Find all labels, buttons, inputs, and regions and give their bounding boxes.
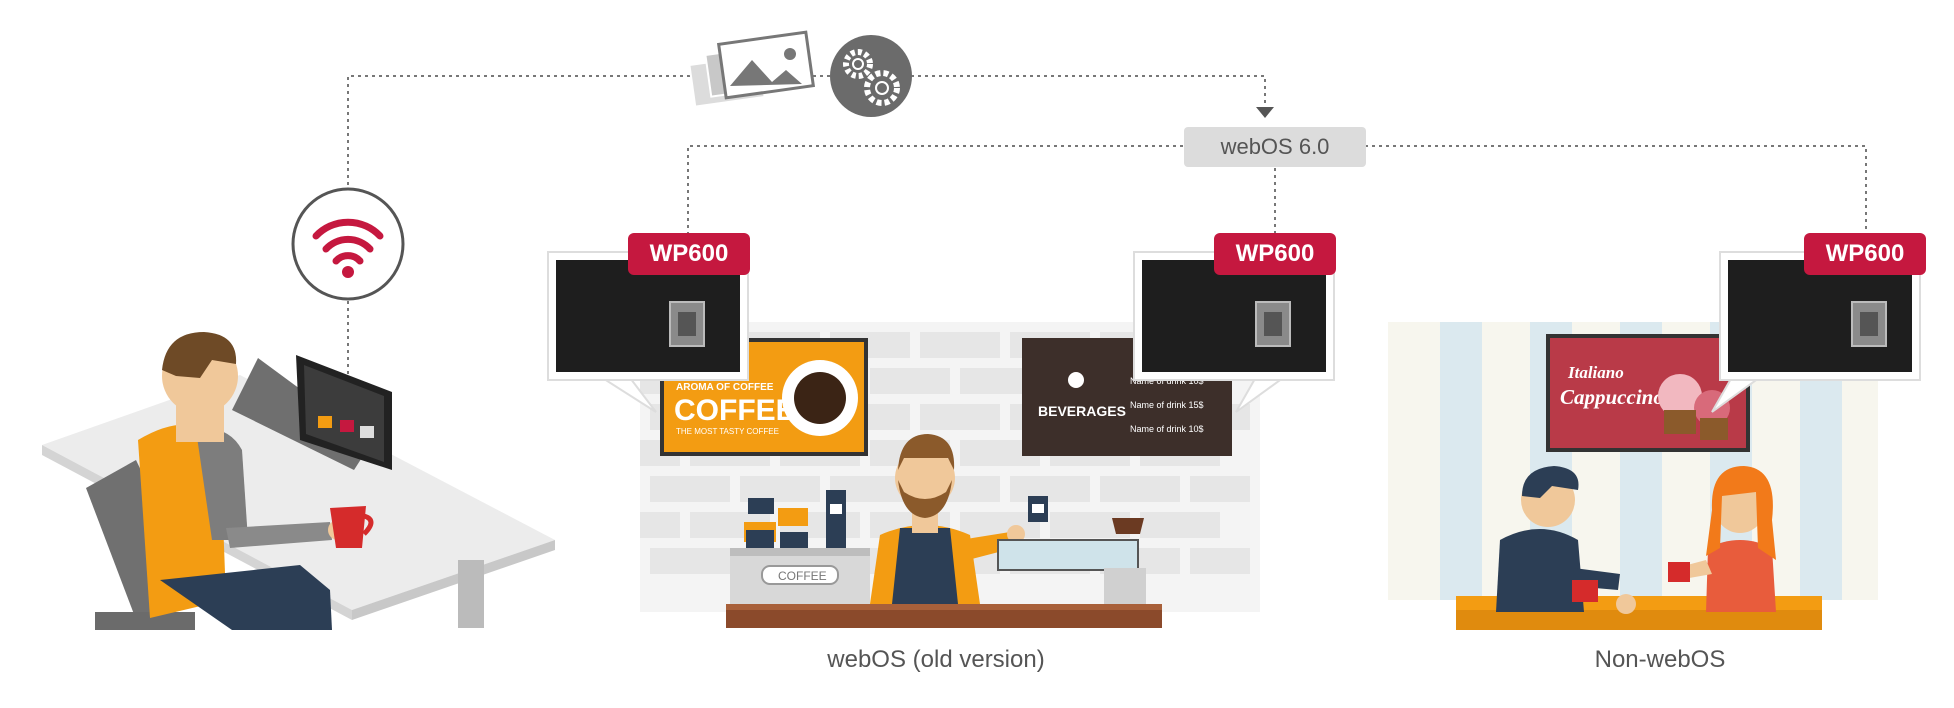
cappuccino-sign-line1: Italiano [1567, 363, 1624, 382]
wifi-icon [291, 187, 405, 301]
arrow-head-icon [1256, 107, 1274, 118]
device-badge-1: WP600 [628, 233, 750, 275]
espresso-machine: COFFEE [730, 548, 870, 604]
beverages-sign-title: BEVERAGES [1038, 403, 1126, 419]
cappuccino-sign-line2: Cappuccino [1560, 385, 1664, 409]
device-callout-2 [1133, 251, 1335, 413]
caption-old-webos: webOS (old version) [827, 646, 1045, 673]
device-callout-1 [547, 251, 749, 413]
customer-woman [1668, 466, 1776, 612]
cup-stack [744, 490, 846, 550]
coffee-sign: AROMA OF COFFEE COFFEE THE MOST TASTY CO… [660, 338, 868, 456]
settings-gear-icon [830, 35, 912, 117]
cafe-scene: Italiano Cappuccino [1388, 322, 1878, 630]
device-badge-3: WP600 [1804, 233, 1926, 275]
coffee-sign-small-text: AROMA OF COFFEE [676, 382, 774, 393]
coffee-sign-title: COFFEE [674, 394, 796, 427]
cappuccino-sign: Italiano Cappuccino [1546, 334, 1750, 452]
device-badge-2: WP600 [1214, 233, 1336, 275]
machine-label: COFFEE [778, 569, 827, 583]
coffee-sign-subtitle: THE MOST TASTY COFFEE [676, 427, 779, 436]
customer-man [1496, 466, 1636, 614]
beverages-row-2: Name of drink 15$ [1130, 400, 1204, 410]
server-label: webOS 6.0 [1184, 127, 1366, 167]
beverages-row-3: Name of drink 10$ [1130, 424, 1204, 434]
caption-non-webos: Non-webOS [1594, 646, 1726, 673]
images-icon [688, 30, 816, 108]
barista [870, 434, 1048, 604]
office-scene [42, 332, 555, 630]
